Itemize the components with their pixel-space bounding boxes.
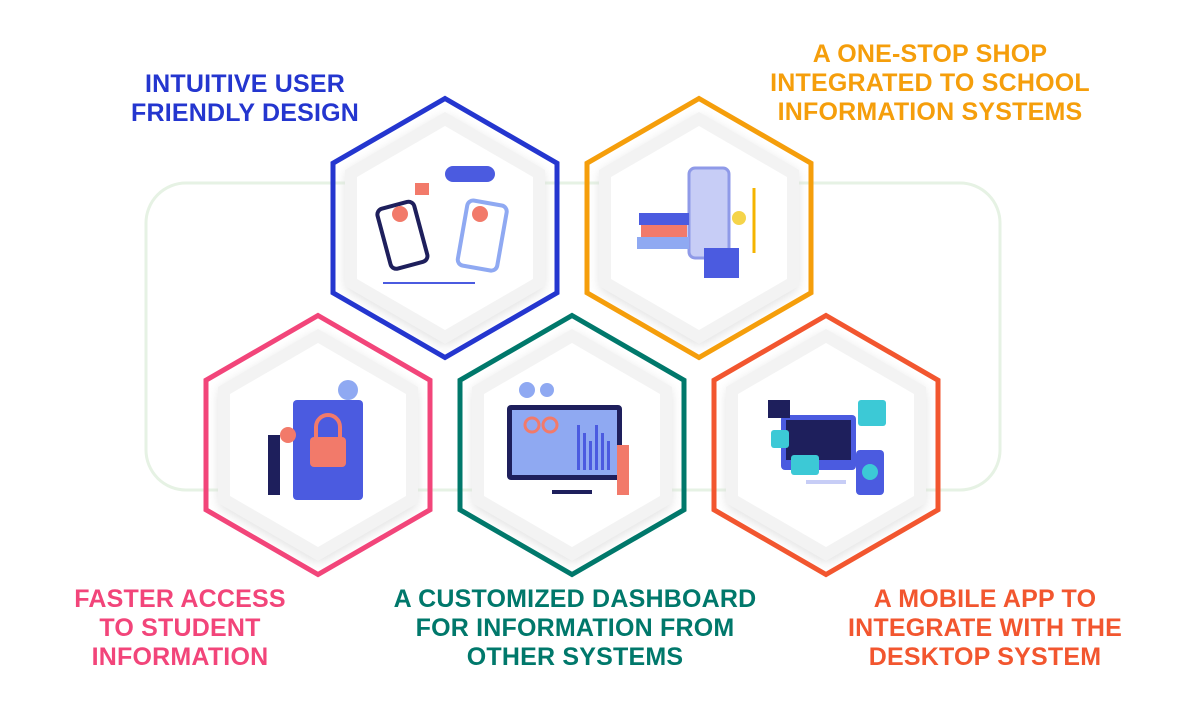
label-intuitive: INTUITIVE USER FRIENDLY DESIGN — [130, 70, 360, 127]
hexagon-one-stop — [584, 95, 814, 361]
hexagon-intuitive — [330, 95, 560, 361]
hexagon-border — [330, 95, 560, 361]
label-faster-access: FASTER ACCESS TO STUDENT INFORMATION — [74, 585, 286, 671]
label-one-stop: A ONE-STOP SHOP INTEGRATED TO SCHOOL INF… — [770, 40, 1090, 126]
label-mobile-app: A MOBILE APP TO INTEGRATE WITH THE DESKT… — [848, 585, 1122, 671]
hexagon-border — [584, 95, 814, 361]
hexagon-border — [203, 312, 433, 578]
hexagon-faster-access — [203, 312, 433, 578]
phones-people-illustration — [375, 166, 509, 284]
dashboard-monitor-illustration — [507, 382, 629, 495]
hexagon-border — [457, 312, 687, 578]
hexagon-mobile-app — [711, 312, 941, 578]
devices-sync-illustration — [768, 400, 886, 495]
label-dashboard: A CUSTOMIZED DASHBOARD FOR INFORMATION F… — [393, 585, 757, 671]
books-phone-illustration — [637, 166, 756, 278]
hexagon-dashboard — [457, 312, 687, 578]
lock-key-illustration — [268, 380, 363, 500]
hexagon-border — [711, 312, 941, 578]
